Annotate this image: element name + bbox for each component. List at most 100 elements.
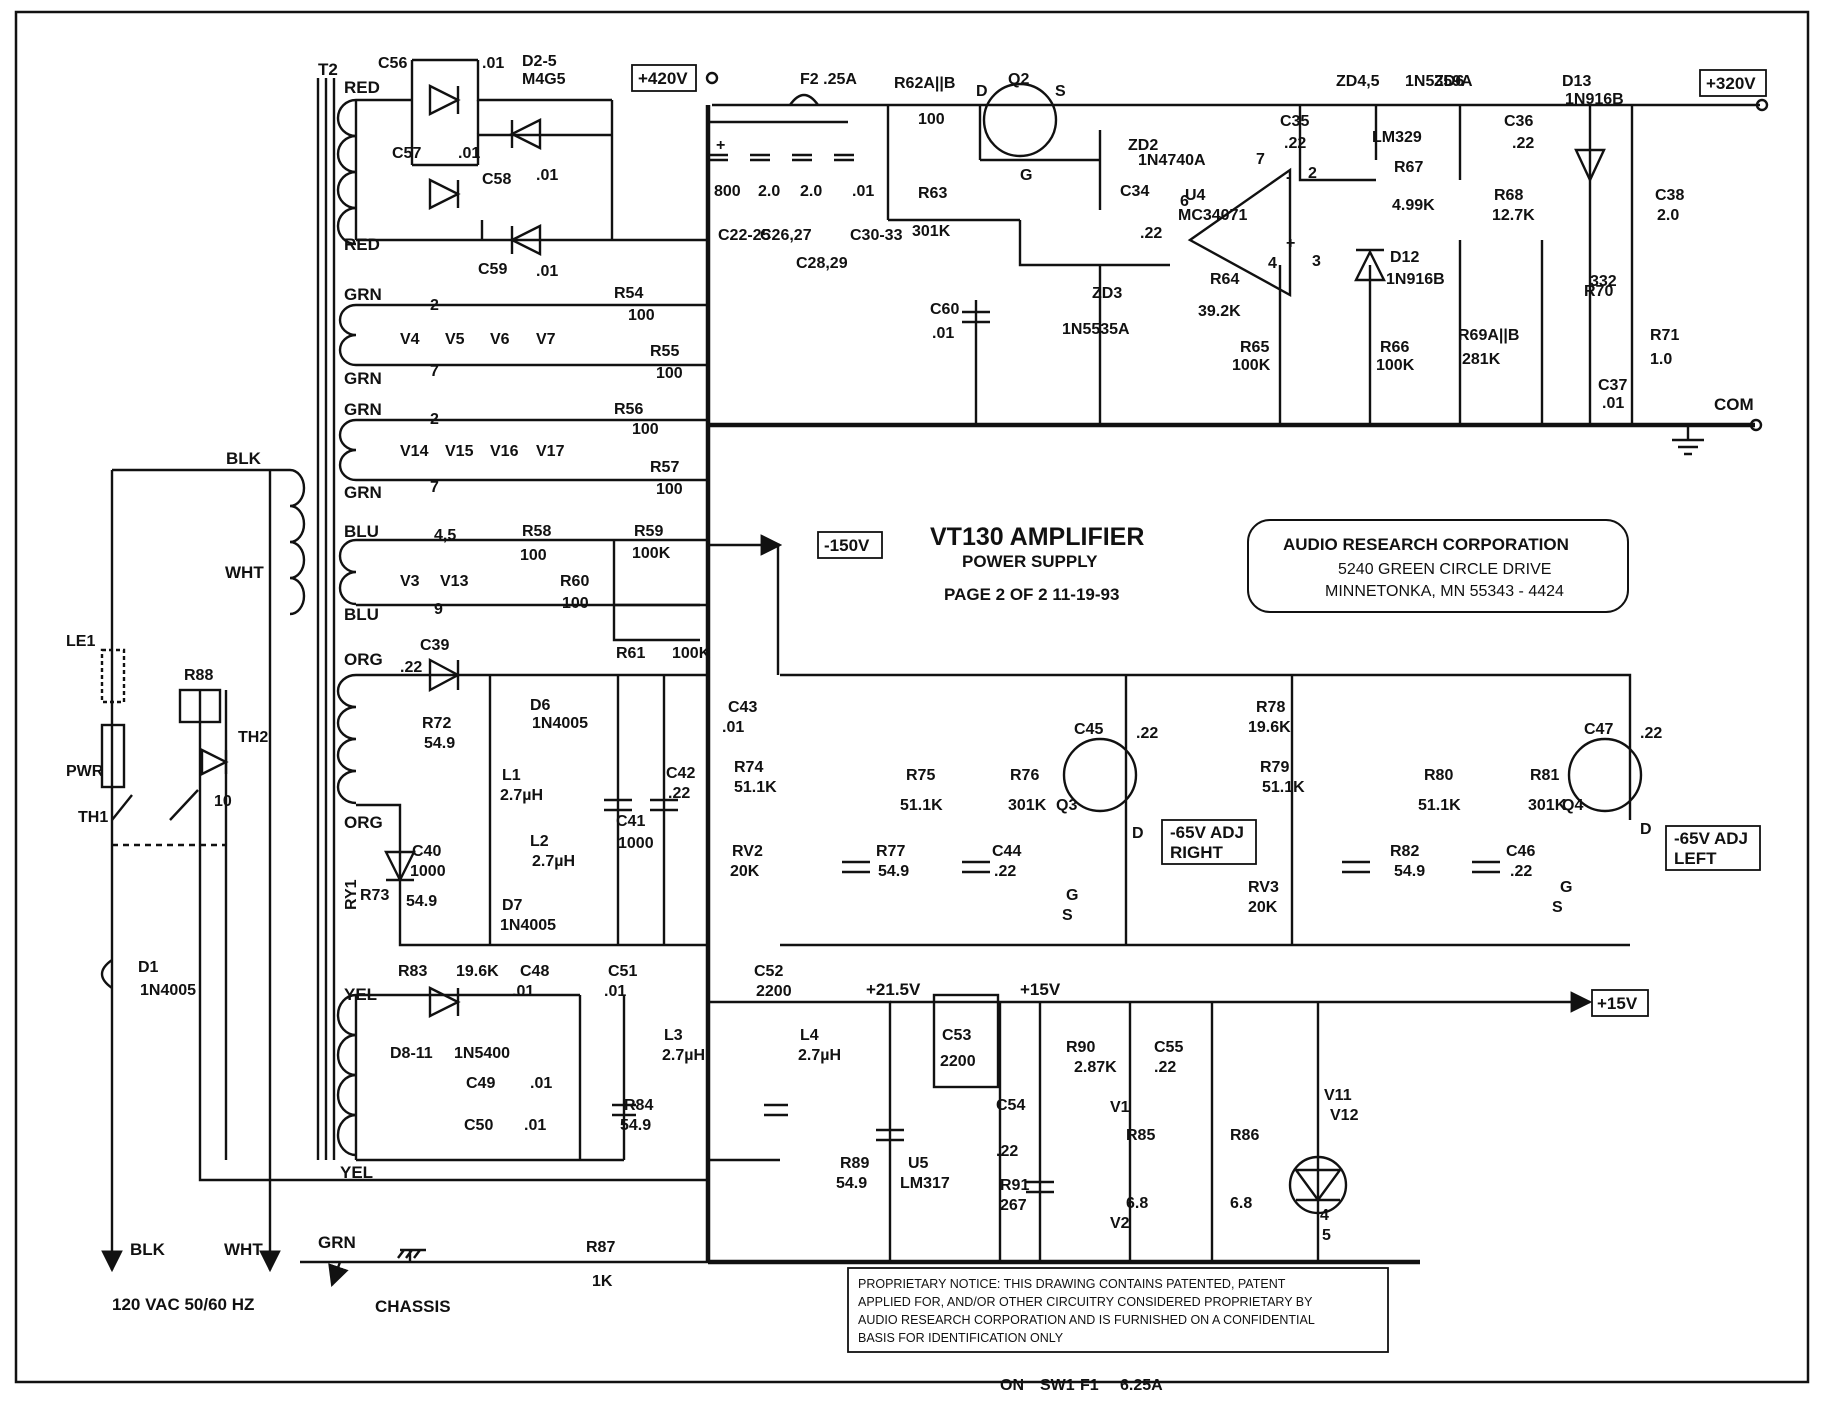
mains-grn: GRN <box>318 1233 356 1252</box>
component-label: C50 <box>464 1117 493 1134</box>
rail-320v: +320V <box>1706 74 1756 93</box>
component-label: 2 <box>430 411 439 428</box>
component-label: R64 <box>1210 271 1239 288</box>
component-label: D13 <box>1562 73 1591 90</box>
component-label: R57 <box>650 459 679 476</box>
component-label: 2.0 <box>1657 207 1679 224</box>
component-label: .01 <box>458 145 480 162</box>
fuse-f1 <box>100 959 113 989</box>
company-address-2: MINNETONKA, MN 55343 - 4424 <box>1325 583 1564 600</box>
component-label: RY1 <box>343 879 360 910</box>
component-label: .01 <box>1602 395 1624 412</box>
component-label: S <box>1062 907 1073 924</box>
diode-d13 <box>1574 148 1606 183</box>
component-label: R65 <box>1240 339 1269 356</box>
component-label: C55 <box>1154 1039 1183 1056</box>
fuse-f2 <box>789 93 819 106</box>
component-label: R55 <box>650 343 679 360</box>
component-label: R82 <box>1390 843 1419 860</box>
component-label: R85 <box>1126 1127 1155 1144</box>
component-label: R84 <box>624 1097 653 1114</box>
mains-wht-top: WHT <box>225 563 264 582</box>
winding-blu-1: BLU <box>344 522 379 541</box>
component-label: 19.6K <box>456 963 499 980</box>
component-label: C43 <box>728 699 757 716</box>
component-label: 7 <box>1256 151 1265 168</box>
rail-labels: +420V +320V COM -150V -65V ADJ RIGHT -65… <box>631 64 1767 1017</box>
component-label: Q4 <box>1562 797 1583 814</box>
winding-grn-4: GRN <box>344 483 382 502</box>
component-label: V13 <box>440 573 469 590</box>
component-label: R72 <box>422 715 451 732</box>
component-label: S <box>1552 899 1563 916</box>
component-label: U4 <box>1185 187 1206 204</box>
component-label: 39.2K <box>1198 303 1241 320</box>
component-label: R54 <box>614 285 643 302</box>
component-label: C34 <box>1120 183 1149 200</box>
component-label: .01 <box>530 1075 552 1092</box>
component-label: 2.7µH <box>798 1047 841 1064</box>
title-block: VT130 AMPLIFIER POWER SUPPLY PAGE 2 OF 2… <box>930 523 1144 604</box>
component-label: 100 <box>656 481 683 498</box>
component-label: 800 <box>714 183 741 200</box>
component-label: R67 <box>1394 159 1423 176</box>
component-label: 2.0 <box>800 183 822 200</box>
component-label: L4 <box>800 1027 819 1044</box>
component-label: R60 <box>560 573 589 590</box>
component-label: 20K <box>730 863 760 880</box>
component-label: .22 <box>1284 135 1306 152</box>
blu-winding-coil <box>338 538 357 606</box>
component-label: C60 <box>930 301 959 318</box>
component-label: 1N916B <box>1386 271 1445 288</box>
title-main: VT130 AMPLIFIER <box>930 523 1144 551</box>
component-label: C38 <box>1655 187 1684 204</box>
component-label: 100 <box>628 307 655 324</box>
component-label: V17 <box>536 443 565 460</box>
component-label: C28,29 <box>796 255 848 272</box>
diode-d3 <box>428 178 461 210</box>
component-label: V7 <box>536 331 556 348</box>
component-label: ZD6 <box>1434 73 1464 90</box>
led-le1-body <box>1288 1155 1348 1215</box>
component-label: 6.25A <box>1120 1377 1163 1394</box>
adj-right-2: RIGHT <box>1170 843 1224 862</box>
component-label: 54.9 <box>620 1117 651 1134</box>
winding-red-1: RED <box>344 78 380 97</box>
capacitor-c54 <box>876 1128 904 1142</box>
diode-d6 <box>428 657 461 693</box>
component-label: R83 <box>398 963 427 980</box>
component-label: R81 <box>1530 767 1559 784</box>
component-label: 1000 <box>410 863 446 880</box>
component-label: R68 <box>1494 187 1523 204</box>
component-label: L2 <box>530 833 549 850</box>
notice-line-2: APPLIED FOR, AND/OR OTHER CIRCUITRY CONS… <box>858 1295 1313 1309</box>
grn-winding-coil-2 <box>338 418 357 482</box>
component-label: G <box>1020 167 1032 184</box>
component-label: .01 <box>604 983 626 1000</box>
component-label: 2 <box>1308 165 1317 182</box>
component-label: .22 <box>668 785 690 802</box>
component-label: 1N5535A <box>1062 321 1130 338</box>
component-label: .22 <box>1154 1059 1176 1076</box>
component-label: 51.1K <box>1262 779 1305 796</box>
mains-blk: BLK <box>130 1240 166 1259</box>
component-label: R90 <box>1066 1039 1095 1056</box>
component-label: .01 <box>852 183 874 200</box>
component-label: ON <box>1000 1377 1024 1394</box>
component-label: 4,5 <box>434 527 456 544</box>
component-label: C58 <box>482 171 511 188</box>
component-label: D2-5 <box>522 53 557 70</box>
component-label: .01 <box>722 719 744 736</box>
component-label: 20K <box>1248 899 1278 916</box>
relay-ry1 <box>178 688 222 724</box>
component-label: V5 <box>445 331 465 348</box>
diode-d4 <box>509 118 542 150</box>
diode-d2 <box>428 84 461 116</box>
component-label: 4 <box>1320 1207 1329 1224</box>
component-label: 2200 <box>940 1053 976 1070</box>
component-label: 6.8 <box>1230 1195 1252 1212</box>
v320-terminal <box>1755 98 1769 112</box>
component-label: 2.7µH <box>532 853 575 870</box>
component-label: ZD3 <box>1092 285 1122 302</box>
component-label: R61 <box>616 645 645 662</box>
